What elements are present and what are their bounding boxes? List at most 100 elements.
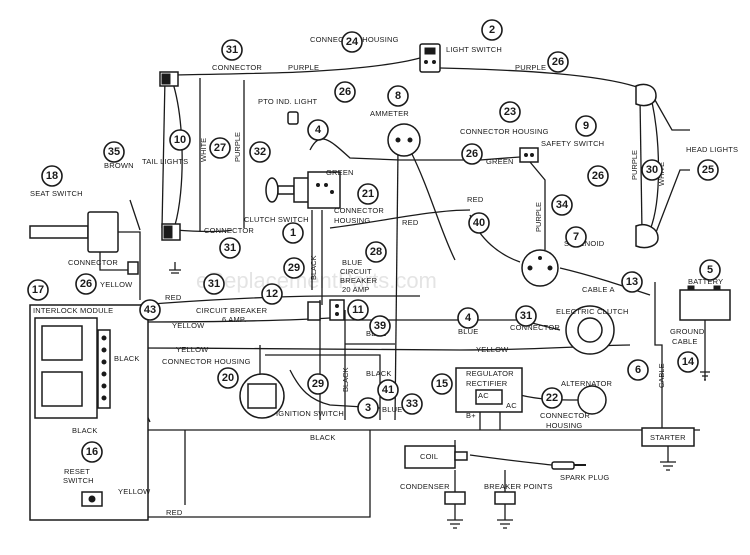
label-clutch-switch: CLUTCH SWITCH — [244, 215, 309, 224]
callout-24: 24 — [341, 31, 363, 53]
label-purple-solenoid: PURPLE — [534, 202, 543, 232]
label-circuit-breaker-6: CIRCUIT BREAKER — [196, 306, 268, 315]
label-alternator: ALTERNATOR — [561, 379, 613, 388]
label-breaker: BREAKER — [340, 276, 378, 285]
label-bplus: B+ — [466, 411, 476, 420]
label-connector-seat: CONNECTOR — [68, 258, 118, 267]
callout-4-top: 4 — [307, 119, 329, 141]
svg-text:29: 29 — [288, 262, 300, 274]
svg-text:16: 16 — [86, 446, 98, 458]
svg-text:31: 31 — [226, 44, 238, 56]
ignition-coil — [404, 445, 468, 469]
label-purple-right: PURPLE — [515, 63, 546, 72]
label-yellow-seat: YELLOW — [100, 280, 133, 289]
svg-text:21: 21 — [362, 188, 374, 200]
pto-light — [287, 111, 299, 125]
callout-27: 27 — [209, 137, 231, 159]
callout-43: 43 — [139, 299, 161, 321]
callout-22: 22 — [541, 387, 563, 409]
label-yellow-right: YELLOW — [476, 345, 509, 354]
svg-text:3: 3 — [365, 402, 371, 414]
alternator — [577, 385, 607, 415]
callout-17: 17 — [27, 279, 49, 301]
label-ac-left: AC — [478, 391, 489, 400]
svg-text:33: 33 — [406, 398, 418, 410]
reset-switch — [81, 491, 103, 507]
label-housing-clutch: HOUSING — [334, 216, 370, 225]
label-6amp: 6 AMP. — [222, 315, 246, 324]
callout-30: 30 — [641, 159, 663, 181]
callout-5: 5 — [699, 259, 721, 281]
svg-text:23: 23 — [504, 106, 516, 118]
callout-12: 12 — [261, 283, 283, 305]
label-connector-alt: CONNECTOR — [540, 411, 590, 420]
label-connector-housing-right: CONNECTOR HOUSING — [460, 127, 549, 136]
label-white-left: WHITE — [199, 138, 208, 162]
svg-text:28: 28 — [370, 246, 382, 258]
svg-text:11: 11 — [352, 304, 364, 316]
label-ignition-switch: IGNITION SWITCH — [276, 409, 344, 418]
label-connector-housing-ign: CONNECTOR HOUSING — [162, 357, 251, 366]
labels: CONNECTOR HOUSING CONNECTOR PURPLE PURPL… — [30, 35, 738, 517]
circuit-breaker-6a — [307, 301, 321, 321]
label-20amp: 20 AMP — [342, 285, 369, 294]
callout-25: 25 — [697, 159, 719, 181]
callout-6: 6 — [627, 359, 649, 381]
svg-text:26: 26 — [466, 148, 478, 160]
label-regulator: REGULATOR — [466, 369, 514, 378]
label-connector-clutch-right: CONNECTOR — [510, 323, 560, 332]
label-brown: BROWN — [104, 161, 134, 170]
label-reset: RESET — [64, 467, 90, 476]
label-yellow-reset: YELLOW — [118, 487, 151, 496]
svg-text:13: 13 — [626, 276, 638, 288]
label-purple-top: PURPLE — [288, 63, 319, 72]
callout-33: 33 — [401, 393, 423, 415]
callout-16: 16 — [81, 441, 103, 463]
condenser — [444, 491, 466, 505]
svg-text:10: 10 — [174, 134, 186, 146]
label-blue-top: BLUE — [342, 258, 362, 267]
svg-text:12: 12 — [266, 288, 278, 300]
label-blue-ign: BLUE — [382, 405, 402, 414]
callout-7: 7 — [565, 226, 587, 248]
regulator-rectifier — [455, 367, 523, 413]
svg-text:40: 40 — [473, 217, 485, 229]
callout-39: 39 — [369, 315, 391, 337]
callout-28: 28 — [365, 241, 387, 263]
label-safety-switch: SAFETY SWITCH — [541, 139, 604, 148]
label-electric-clutch: ELECTRIC CLUTCH — [556, 307, 629, 316]
callout-41: 41 — [377, 379, 399, 401]
breaker-points — [494, 491, 516, 505]
svg-text:27: 27 — [214, 142, 226, 154]
svg-text:22: 22 — [546, 392, 558, 404]
svg-text:20: 20 — [222, 372, 234, 384]
light-switch-label: LIGHT SWITCH — [446, 45, 502, 54]
label-spark-plug: SPARK PLUG — [560, 473, 609, 482]
callout-40: 40 — [468, 212, 490, 234]
clutch-switch — [265, 171, 341, 209]
callout-8: 8 — [387, 85, 409, 107]
svg-text:43: 43 — [144, 304, 156, 316]
label-green-clutch: GREEN — [326, 168, 354, 177]
label-battery: BATTERY — [688, 277, 723, 286]
ground-symbols — [169, 262, 710, 529]
callout-35: 35 — [103, 141, 125, 163]
battery — [679, 285, 731, 321]
callout-29-top: 29 — [283, 257, 305, 279]
svg-text:39: 39 — [374, 320, 386, 332]
callout-26-right: 26 — [587, 165, 609, 187]
label-rectifier: RECTIFIER — [466, 379, 508, 388]
svg-text:7: 7 — [573, 231, 579, 243]
label-red-mid: RED — [402, 218, 419, 227]
label-red-bottom: RED — [166, 508, 183, 517]
svg-text:26: 26 — [339, 86, 351, 98]
svg-text:6: 6 — [635, 364, 641, 376]
callout-14: 14 — [677, 351, 699, 373]
callout-3: 3 — [357, 397, 379, 419]
label-black-ign: BLACK — [366, 369, 392, 378]
svg-text:5: 5 — [707, 264, 713, 276]
svg-text:17: 17 — [32, 284, 44, 296]
svg-text:9: 9 — [583, 120, 589, 132]
